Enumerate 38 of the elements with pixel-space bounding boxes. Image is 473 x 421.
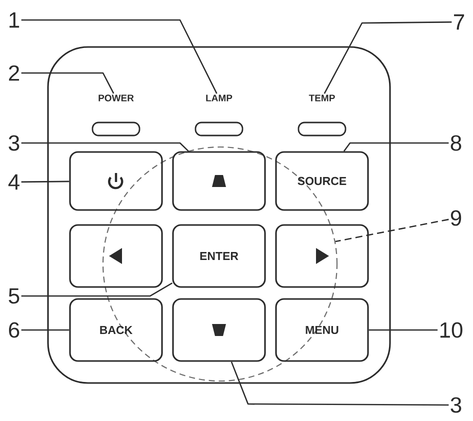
callout-number: 4	[8, 174, 20, 190]
indicator-light	[194, 122, 244, 136]
callout-number: 7	[454, 14, 464, 30]
indicator-light	[92, 122, 140, 136]
callout-number: 1	[10, 12, 20, 28]
callout-number: 6	[9, 322, 20, 338]
leader-line	[230, 362, 449, 406]
callout-number: 2	[9, 65, 20, 81]
leader-line	[343, 142, 449, 152]
power-button	[69, 151, 163, 211]
leader-line	[21, 19, 218, 94]
leader-line	[21, 282, 173, 297]
leader-line	[368, 329, 438, 331]
callout-number: 3	[450, 397, 462, 413]
leader-line	[21, 180, 70, 183]
callout-number: 5	[8, 288, 20, 304]
keypad-button: SOURCE	[275, 151, 369, 211]
callout-number: 10	[440, 322, 462, 338]
indicator-label: LAMP	[206, 94, 232, 102]
callout-number: 3	[8, 135, 20, 151]
down-button	[172, 298, 266, 362]
up-button	[172, 151, 266, 211]
callout-number: 8	[450, 135, 462, 151]
callout-number: 9	[450, 210, 462, 226]
leader-line	[335, 218, 449, 242]
indicator-label: POWER	[98, 94, 134, 102]
left-button	[69, 224, 163, 288]
leader-line	[21, 72, 114, 94]
keypad-button: MENU	[275, 298, 369, 362]
indicator-label: TEMP	[308, 94, 335, 102]
leader-line	[21, 329, 70, 331]
keypad-button: BACK	[69, 298, 163, 362]
leader-line	[324, 21, 452, 94]
keypad-panel	[47, 46, 391, 384]
right-button	[275, 224, 369, 288]
indicator-light	[298, 122, 346, 136]
leader-line	[21, 142, 189, 152]
keypad-button: ENTER	[172, 224, 266, 288]
